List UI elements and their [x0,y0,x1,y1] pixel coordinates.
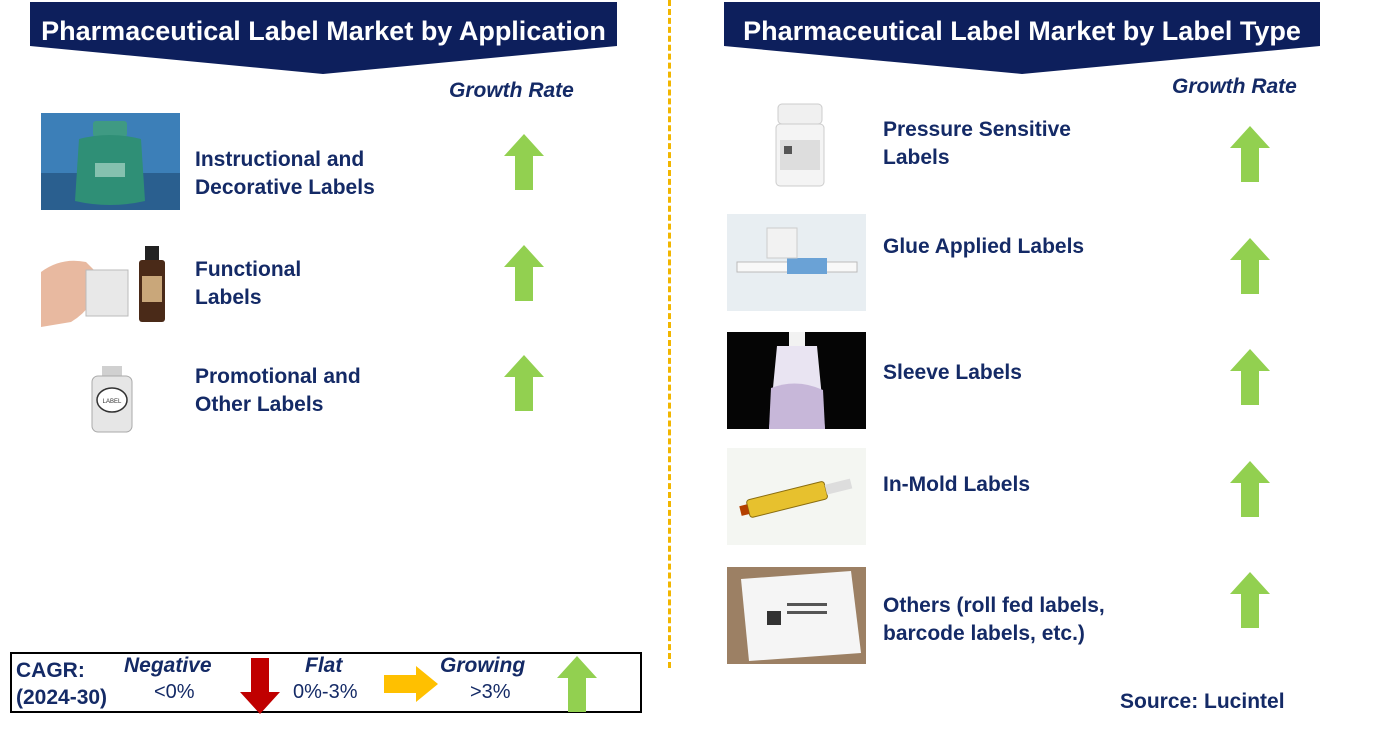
legend-negative-range: <0% [154,681,195,703]
legend-flat-range: 0%-3% [293,681,358,703]
legend-negative-label: Negative [124,654,212,677]
your-label-here-bottle-image: LABEL [82,362,142,434]
right-row-1-growth-arrow [1230,126,1270,182]
left-chart-title: Pharmaceutical Label Market by Applicati… [41,16,606,46]
right-chart-title: Pharmaceutical Label Market by Label Typ… [743,16,1301,46]
right-row-4-growth-arrow [1230,461,1270,517]
legend-title-line2: (2024-30) [16,686,108,709]
glass-bottle-image [41,113,180,210]
svg-text:LABEL: LABEL [103,399,122,405]
sleeve-label-bottle-image [727,332,866,429]
legend-title-line1: CAGR: [16,659,85,682]
right-title-banner: Pharmaceutical Label Market by Label Typ… [724,2,1320,74]
legend-growing-label: Growing [440,654,526,677]
legend-growing-range: >3% [470,681,511,703]
legend-flat-label: Flat [305,654,343,677]
syringe-in-mold-image [727,448,866,545]
right-row-2-growth-arrow [1230,238,1270,294]
right-row-5-growth-arrow [1230,572,1270,628]
right-banner-shape [724,2,1320,74]
syringe-glue-label-image [727,214,866,311]
pill-bottle-image [770,102,830,188]
left-growth-rate-header: Growth Rate [449,79,574,102]
right-row-5-label: Others (roll fed labels,barcode labels, … [883,594,1105,645]
hand-label-bottle-image [41,232,180,329]
legend-red-down-arrow [240,658,280,714]
left-row-3-growth-arrow [504,355,544,411]
legend-green-up-arrow [557,656,597,712]
source-note: Source: Lucintel [1120,690,1285,713]
cagr-legend: CAGR: (2024-30) Negative <0% Flat 0%-3% … [10,652,642,714]
left-row-2-growth-arrow [504,245,544,301]
right-growth-rate-header: Growth Rate [1172,75,1297,98]
right-row-2-label: Glue Applied Labels [883,235,1085,258]
barcode-box-image [727,567,866,664]
left-banner-shape [30,2,617,74]
left-row-1-growth-arrow [504,134,544,190]
left-title-banner: Pharmaceutical Label Market by Applicati… [30,2,617,74]
right-row-4-label: In-Mold Labels [883,473,1030,496]
panel-divider [668,0,671,668]
right-row-3-growth-arrow [1230,349,1270,405]
right-row-3-label: Sleeve Labels [883,361,1022,384]
legend-yellow-right-arrow [384,666,438,702]
